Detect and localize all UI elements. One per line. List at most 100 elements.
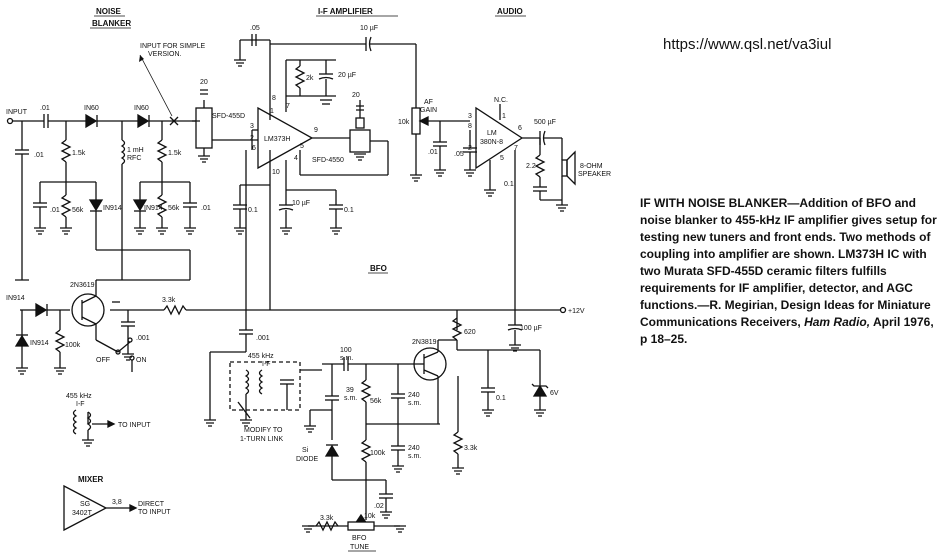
c02-label: .02 (374, 503, 384, 510)
c240b-label-2: s.m. (408, 453, 421, 460)
schematic: NOISE BLANKER I-F AMPLIFIER AUDIO BFO MI… (6, 7, 611, 552)
rfc-label-2: RFC (127, 155, 141, 162)
c01-if1-label: 0.1 (248, 207, 258, 214)
speaker (561, 159, 568, 177)
af-gain-label: AF (424, 99, 433, 106)
caption-lead: IF WITH NOISE BLANKER (640, 196, 788, 210)
r100k-bfo-label: 100k (370, 450, 386, 457)
af-gain-label-2: GAIN (420, 107, 437, 114)
apin-1-label: 1 (502, 113, 506, 120)
q2-transistor (413, 347, 447, 381)
to-input-label: TO INPUT (118, 422, 151, 429)
r100k-nb-label: 100k (65, 342, 81, 349)
in914-b-label: IN914 (144, 205, 163, 212)
if-455-label-2: I-F (76, 401, 85, 408)
audio-section: AF GAIN 10k .01 .05 LM 380N-8 N.C. 1 3 8… (398, 97, 611, 212)
r10k-tune-label: 10k (364, 513, 376, 520)
if-amplifier: 20 SFD-455D LM373H 3 2 6 8 7 1 9 4 5 10 … (192, 25, 417, 235)
bfo-heading: BFO (370, 264, 387, 273)
c20-a-label: 20 (200, 79, 208, 86)
c10uf-if-label: 10 µF (292, 200, 310, 207)
q1-label: 2N3619 (70, 282, 95, 289)
c100uf-label: 100 µF (520, 325, 542, 332)
supply-bus: +12V 100 µF (186, 150, 585, 352)
figure-caption: IF WITH NOISE BLANKER—Addition of BFO an… (640, 195, 940, 348)
mixer-heading: MIXER (78, 475, 104, 484)
input-terminal (6, 117, 14, 125)
c01-audio-label: .01 (428, 149, 438, 156)
c01-if2-label: 0.1 (344, 207, 354, 214)
caption-tail: April 1976, p 18–25. (640, 315, 934, 346)
pin-5-label: 5 (300, 143, 304, 150)
speaker-label: 8-OHM (580, 163, 603, 170)
c01-a-label: .01 (34, 152, 44, 159)
ic1-label: LM373H (264, 136, 290, 143)
bfo-tune-label: BFO (352, 535, 367, 542)
c01-input-label: .01 (40, 105, 50, 112)
c001-nb-label: .001 (136, 335, 150, 342)
pin-7-label: 7 (286, 103, 290, 110)
r620-label: 620 (464, 329, 476, 336)
bfo-tune-label-2: TUNE (350, 544, 369, 551)
v12-label: +12V (568, 308, 585, 315)
pin-8-label: 8 (272, 95, 276, 102)
r56k-bfo-label: 56k (370, 398, 382, 405)
source-url[interactable]: https://www.qsl.net/va3iul (663, 36, 832, 53)
mixer-ic-label: SG (80, 501, 90, 508)
modify-note-2: 1-TURN LINK (240, 436, 284, 443)
alt-input-coupling: 455 kHz I-F TO INPUT SG 3402T 3,8 DIRECT… (63, 393, 171, 532)
r56k-b-label: 56k (168, 205, 180, 212)
r15k-a-label: 1.5k (72, 150, 86, 157)
c240a-label: 240 (408, 392, 420, 399)
c10uf-top-label: 10 µF (360, 25, 378, 32)
apin-7-label: 7 (514, 145, 518, 152)
r2k-label: 2k (306, 75, 314, 82)
speaker-label-2: SPEAKER (578, 171, 611, 178)
apin-8-label: 8 (468, 123, 472, 130)
if-amplifier-heading: I-F AMPLIFIER (318, 7, 373, 16)
r22-label: 2.2 (526, 163, 536, 170)
ic2-label-2: 380N-8 (480, 139, 503, 146)
c20-b-label: 20 (352, 92, 360, 99)
pin-4-label: 4 (294, 155, 298, 162)
rfc-label: 1 mH (127, 147, 144, 154)
pin-6-label: 6 (252, 145, 256, 152)
audio-heading: AUDIO (497, 7, 523, 16)
c05-top-label: .05 (250, 25, 260, 32)
pins-38-label: 3,8 (112, 499, 122, 506)
apin-3-label: 3 (468, 113, 472, 120)
r33k-tune-label: 3.3k (320, 515, 334, 522)
c39sm-label-2: s.m. (344, 395, 357, 402)
c240b-label: 240 (408, 445, 420, 452)
if-455-label: 455 kHz (66, 393, 92, 400)
c240a-label-2: s.m. (408, 400, 421, 407)
c01-audio2-label: 0.1 (504, 181, 514, 188)
c20uf-label: 20 µF (338, 72, 356, 79)
in914-c-label: IN914 (6, 295, 25, 302)
bfo-455-label: 455 kHz (248, 353, 274, 360)
bfo-455-label-2: I-F (262, 361, 271, 368)
r15k-b-label: 1.5k (168, 150, 182, 157)
z6v-label: 6V (550, 390, 559, 397)
bfo-if-transformer (229, 361, 301, 411)
in914-a-label: IN914 (103, 205, 122, 212)
r10k-af-label: 10k (398, 119, 410, 126)
r33k-bfo-label: 3.3k (464, 445, 478, 452)
mixer-ic (63, 484, 108, 532)
pin-9-label: 9 (314, 127, 318, 134)
direct-label-2: TO INPUT (138, 509, 171, 516)
c39sm-label: 39 (346, 387, 354, 394)
in914-d-label: IN914 (30, 340, 49, 347)
ic2-label: LM (487, 130, 497, 137)
q2-label: 2N3819 (412, 339, 437, 346)
c01-b-label: .01 (50, 207, 60, 214)
input-simple-note: INPUT FOR SIMPLE (140, 43, 206, 50)
off-label: OFF (96, 357, 110, 364)
caption-source: Ham Radio, (804, 315, 871, 329)
apin-6-label: 6 (518, 125, 522, 132)
section-headings: NOISE BLANKER I-F AMPLIFIER AUDIO BFO MI… (78, 7, 523, 484)
pin-10-label: 10 (272, 169, 280, 176)
sfd-455d-filter (195, 107, 213, 149)
c001-bfo-label: .001 (256, 335, 270, 342)
noise-blanker: INPUT .01 IN60 IN60 INPUT FOR SIMPLE VER… (6, 43, 211, 375)
